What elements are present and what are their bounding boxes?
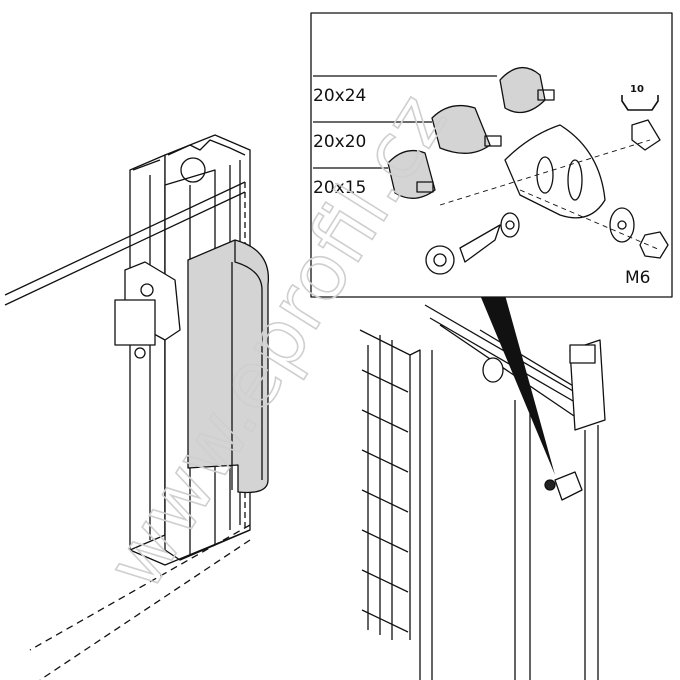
label-20x24: 20x24: [313, 86, 366, 106]
label-20x15: 20x15: [313, 178, 366, 198]
label-m6: M6: [625, 268, 650, 288]
frame-scene: [359, 304, 606, 680]
detail-inset: [310, 12, 673, 298]
mounting-bracket: [114, 261, 181, 359]
inset-parts: [313, 67, 669, 275]
slot-size-label: 10: [630, 84, 644, 95]
callout-pointer: [480, 295, 555, 475]
rubber-buffer-profile: [187, 239, 270, 494]
t-slot-icon: [621, 95, 659, 111]
label-20x20: 20x20: [313, 132, 366, 152]
